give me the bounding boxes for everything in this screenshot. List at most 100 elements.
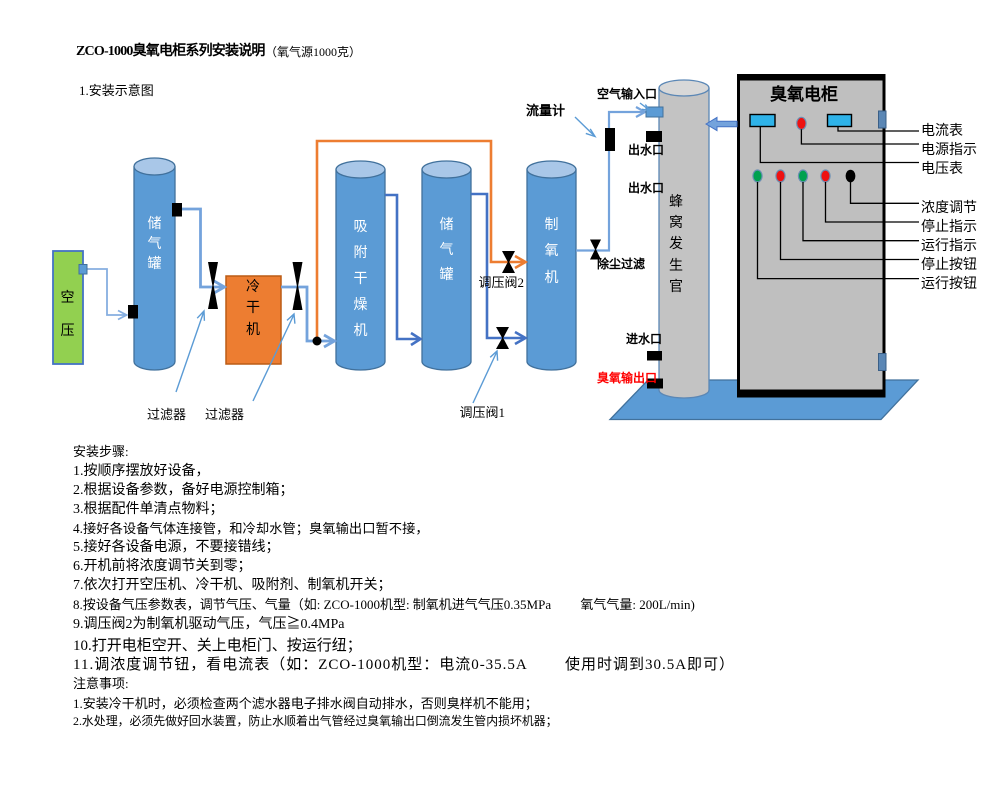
shape-part [385, 193, 418, 341]
instruction-step: 4.接好各设备气体连接管，和冷却水管；臭氧输出口暂不接， [73, 520, 429, 536]
shape-part [635, 106, 648, 118]
stop-lamp [820, 169, 831, 183]
shape-part [849, 182, 919, 204]
adsorption-dryer-label: 吸附干燥机 [353, 220, 368, 339]
voltmeter-shape [749, 113, 776, 128]
pipe-adsorber-to-tank2 [385, 193, 423, 347]
storage-tank-2-shape [421, 160, 472, 371]
pipe-compressor-to-tank1 [86, 268, 129, 321]
shape-part [175, 312, 205, 393]
pipe-dryer-to-adsorber [281, 285, 338, 349]
cabinet-to-generator-arrow [705, 116, 738, 132]
shape-part [117, 309, 129, 321]
panel-label-run-button: 运行按钮 [921, 276, 977, 292]
filter-right-label: 过滤器 [205, 407, 245, 423]
regulator-valve-1-shape [496, 327, 509, 349]
panel-label-run-indicator: 运行指示 [921, 238, 977, 254]
notes-heading: 注意事项: [73, 675, 129, 691]
shape-part [837, 126, 919, 132]
shape-part [658, 88, 710, 399]
cold-dryer-label: 冷干机 [246, 279, 260, 338]
page-title-suffix: （氧气源1000克） [265, 44, 362, 59]
panel-label-voltmeter: 电压表 [921, 161, 963, 177]
flow-meter-shape [605, 128, 615, 151]
shape-part [471, 192, 523, 340]
shape-part [252, 315, 295, 402]
instruction-step: 11.调浓度调节钮，看电流表（如：ZCO-1000机型：电流0-35.5A 使用… [73, 656, 736, 673]
shape-part [800, 129, 919, 145]
shape-part [514, 254, 529, 270]
instruction-step: 7.依次打开空压机、冷干机、吸附剂、制氧机开关； [73, 578, 392, 594]
water-inlet-connector [647, 351, 662, 361]
air-compressor-shape [52, 250, 84, 365]
filter-left-label: 过滤器 [147, 407, 187, 423]
instruction-step: 6.开机前将浓度调节关到零； [73, 559, 252, 575]
door-handle-top [878, 110, 887, 129]
shape-part [472, 352, 498, 404]
instructions-heading: 安装步骤: [73, 444, 129, 460]
adsorption-dryer-shape [335, 160, 386, 371]
shape-part [802, 182, 919, 242]
air-compressor-label: 空压 [60, 291, 75, 339]
shape-part [315, 139, 523, 341]
water-outlet-connector [646, 131, 662, 142]
water-inlet-label: 进水口 [626, 332, 663, 347]
storage-tank-2-label: 储气罐 [439, 218, 454, 283]
pipe-bypass-orange [315, 139, 529, 341]
filter-right-valve [292, 262, 303, 310]
oxygen-generator-shape [526, 160, 577, 371]
shape-part [86, 268, 125, 316]
shape-part [574, 116, 595, 137]
shape-part [213, 279, 228, 295]
regulator-valve-2-label: 调压阀2 [478, 274, 525, 290]
oxygen-generator-label: 制氧机 [544, 217, 559, 286]
instruction-step: 1.按顺序摆放好设备， [73, 463, 210, 479]
note-item: 2.水处理，必须先做好回水装置，防止水顺着出气管经过臭氧输出口倒流发生管内损坏机… [73, 714, 558, 729]
pipe-junction-dot [312, 336, 322, 346]
instruction-step: 9.调压阀2为制氧机驱动气压，气压≧0.4MPa [73, 617, 345, 633]
shape-part [410, 331, 423, 347]
instruction-step: 8.按设备气压参数表，调节气压、气量（如: ZCO-1000机型: 制氧机进气气… [73, 597, 695, 613]
flow-meter-label: 流量计 [526, 103, 566, 119]
instruction-step: 2.根据设备参数，备好电源控制箱； [73, 482, 294, 498]
panel-label-stop-indicator: 停止指示 [921, 219, 977, 235]
run-button [752, 169, 763, 183]
instruction-step: 5.接好各设备电源，不要接错线； [73, 540, 280, 555]
cabinet-title: 臭氧电柜 [770, 84, 838, 104]
panel-label-concentration: 浓度调节 [921, 200, 977, 216]
shape-part [756, 182, 919, 280]
tank1-inlet-connector [128, 305, 138, 319]
dust-filter-label: 除尘过滤 [597, 256, 646, 271]
cold-dryer-shape [225, 275, 282, 365]
shape-part [323, 333, 338, 349]
shape-part [514, 330, 529, 346]
instruction-step: 10.打开电柜空开、关上电柜门、按运行纽； [73, 637, 362, 654]
ozone-cabinet-shape [737, 74, 886, 398]
stop-button [775, 169, 786, 183]
shape-part [335, 169, 386, 371]
run-lamp [797, 169, 809, 183]
panel-label-power-indicator: 电源指示 [921, 142, 977, 158]
shape-part [182, 207, 222, 289]
storage-tank-1-shape [133, 157, 176, 371]
honeycomb-generator-label: 蜂窝发生官 [669, 194, 683, 296]
shape-part [281, 285, 332, 343]
regulator-valve-2-shape [502, 251, 515, 273]
air-inlet-connector [645, 106, 664, 118]
shape-part [421, 169, 472, 371]
note-item: 1.安装冷干机时，必须检查两个滤水器电子排水阀自动排水，否则臭样机不能用； [73, 696, 538, 712]
ozone-outlet-label: 臭氧输出口 [597, 370, 658, 385]
panel-leader-lines [756, 126, 919, 280]
tank1-outlet-connector [172, 203, 182, 217]
air-inlet-label: 空气输入口 [597, 86, 658, 101]
dust-filter-valve [590, 239, 601, 260]
compressor-outlet-connector [78, 264, 88, 275]
concentration-knob [845, 169, 856, 183]
shape-part [824, 182, 919, 223]
power-lamp [796, 116, 807, 131]
shape-part [639, 102, 650, 111]
shape-part [759, 126, 919, 164]
section-label: 1.安装示意图 [79, 83, 154, 99]
